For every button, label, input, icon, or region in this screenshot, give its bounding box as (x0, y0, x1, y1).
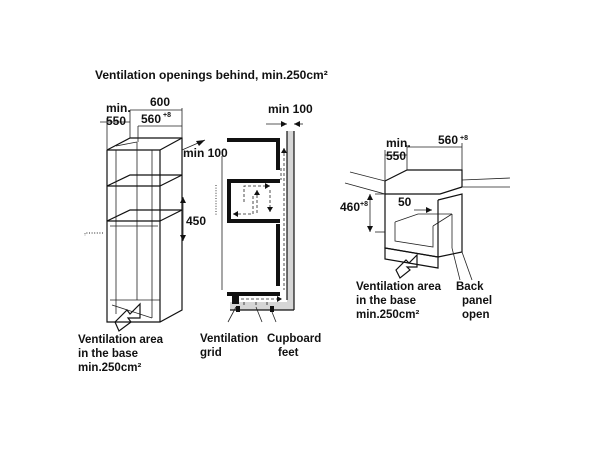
left-vent-line2: in the base (78, 348, 138, 360)
right-dim-560-sup: +8 (460, 135, 468, 142)
left-vent-line3: min.250cm² (78, 362, 141, 374)
right-dim-460: 460 (340, 200, 360, 214)
cupboard-foot-2 (270, 306, 274, 312)
counter-top (384, 169, 463, 187)
left-vent-line1: Ventilation area (78, 334, 164, 346)
vent-arrow-right (395, 253, 418, 279)
shelf-bottom (106, 209, 182, 222)
oven-plinth (384, 247, 439, 269)
airflow-loop (243, 185, 270, 202)
right-dim-550: 550 (386, 149, 406, 163)
right-dim-50: 50 (398, 195, 412, 209)
mid-vent-line1: Ventilation (200, 333, 258, 345)
mid-vent-line2: grid (200, 347, 222, 359)
dim-600-label: 600 (150, 95, 170, 109)
ventilation-grid (232, 296, 239, 304)
dim-560-sup: +8 (163, 112, 171, 119)
dim-min100-label: min 100 (183, 146, 228, 160)
built-under-cabinet: min. 550 560 +8 460 +8 50 Ventilation ar… (340, 133, 511, 321)
mid-feet-line2: feet (278, 347, 299, 359)
vent-arrow-left (114, 302, 141, 332)
dim-450-label: 450 (186, 214, 206, 228)
header-title: Ventilation openings behind, min.250cm² (95, 68, 328, 82)
right-back-line1: Back (456, 281, 484, 293)
right-back-line2: panel (462, 295, 492, 307)
mid-feet-line1: Cupboard (267, 333, 321, 345)
right-dim-560: 560 (438, 133, 458, 147)
cabinet-outline (106, 137, 183, 323)
dim-560-label: 560 (141, 112, 161, 126)
right-dim-min: min. (386, 136, 411, 150)
right-dim-460-sup: +8 (360, 201, 368, 208)
right-vent-line2: in the base (356, 295, 416, 307)
dim-550-label: 550 (106, 114, 126, 128)
right-vent-line3: min.250cm² (356, 309, 419, 321)
oven-opening (384, 194, 439, 258)
cupboard-foot-1 (236, 306, 240, 312)
section-view: min 100 Ventilation grid Cupboard feet (200, 102, 321, 359)
shelf-top (106, 174, 182, 187)
right-back-line3: open (462, 309, 489, 321)
board-top (227, 138, 280, 170)
dim-min-label: min. (106, 101, 131, 115)
tall-cabinet: min. 550 600 560 +8 min 100 450 Ventilat… (78, 95, 228, 374)
mid-dim-min100: min 100 (268, 102, 313, 116)
leader-line (84, 232, 103, 236)
right-vent-line1: Ventilation area (356, 281, 442, 293)
